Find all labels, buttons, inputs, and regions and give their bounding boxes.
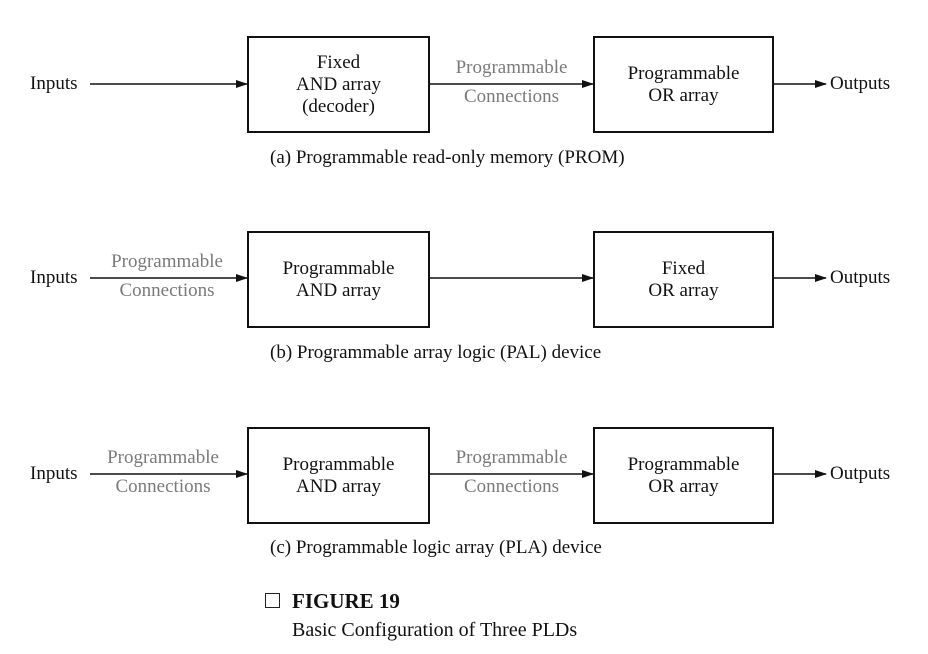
pal-connection-label: Programmable [92, 251, 242, 273]
pal-or-array-block: Fixed OR array [593, 231, 774, 328]
pla-input-connection-line2: Connections [115, 476, 211, 497]
prom-block1-line2: AND array [296, 73, 381, 95]
pla-input-connection-label-2: Connections [88, 476, 238, 498]
pla-block2-line2: OR array [648, 475, 719, 497]
pal-inputs-label: Inputs [30, 267, 78, 288]
pla-input-connection-label: Programmable [88, 447, 238, 469]
pla-and-array-block: Programmable AND array [247, 427, 430, 524]
prom-or-array-block: Programmable OR array [593, 36, 774, 133]
pla-middle-connection-line1: Programmable [455, 447, 568, 468]
figure-subtitle: Basic Configuration of Three PLDs [292, 619, 578, 641]
pla-middle-connection-label-2: Connections [435, 476, 588, 498]
pal-and-array-block: Programmable AND array [247, 231, 430, 328]
pal-outputs-label: Outputs [830, 267, 891, 288]
pal-connection-line1: Programmable [111, 251, 223, 272]
pla-middle-connection-label: Programmable [435, 447, 588, 469]
pla-block1-line2: AND array [296, 475, 381, 497]
prom-connection-label-2: Connections [435, 86, 588, 108]
pla-input-connection-line1: Programmable [107, 447, 219, 468]
prom-outputs-label: Outputs [830, 73, 891, 94]
figure-square-icon [265, 593, 280, 608]
pla-caption: (c) Programmable logic array (PLA) devic… [270, 537, 602, 558]
pal-connection-line2: Connections [119, 280, 215, 301]
pal-block1-line2: AND array [296, 279, 381, 301]
pal-connection-label-2: Connections [92, 280, 242, 302]
pal-block2-line1: Fixed [661, 257, 706, 279]
prom-block2-line2: OR array [648, 84, 719, 106]
prom-inputs-label: Inputs [30, 73, 78, 94]
pal-block2-line2: OR array [648, 279, 719, 301]
prom-caption: (a) Programmable read-only memory (PROM) [270, 147, 625, 168]
prom-connection-line1: Programmable [455, 57, 568, 78]
pla-or-array-block: Programmable OR array [593, 427, 774, 524]
prom-and-array-block: Fixed AND array (decoder) [247, 36, 430, 133]
pla-block1-line1: Programmable [282, 453, 395, 475]
figure-title: FIGURE 19 [292, 589, 400, 613]
pla-middle-connection-line2: Connections [464, 476, 559, 497]
prom-block2-line1: Programmable [627, 62, 740, 84]
pal-block1-line1: Programmable [282, 257, 395, 279]
prom-connection-label: Programmable [435, 57, 588, 79]
pla-block2-line1: Programmable [627, 453, 740, 475]
prom-connection-line2: Connections [464, 86, 559, 107]
prom-block1-line3: (decoder) [302, 95, 375, 117]
prom-block1-line1: Fixed [316, 51, 361, 73]
pal-caption: (b) Programmable array logic (PAL) devic… [270, 342, 602, 363]
pla-inputs-label: Inputs [30, 463, 78, 484]
pla-outputs-label: Outputs [830, 463, 891, 484]
